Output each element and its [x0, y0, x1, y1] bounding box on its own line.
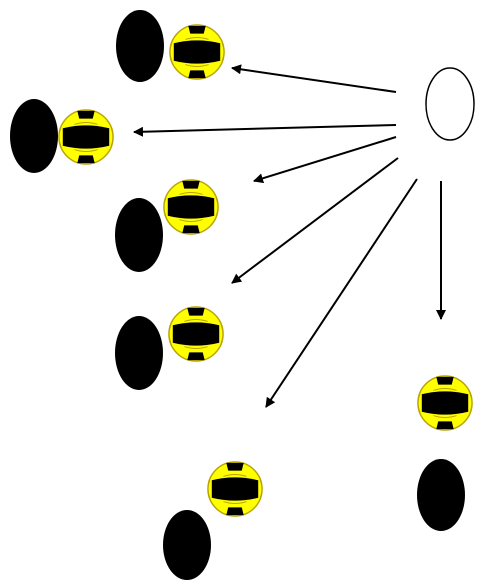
arrow-to-player-2 — [133, 124, 397, 137]
volleyball-icon — [207, 461, 263, 517]
volleyball-icon — [58, 109, 114, 165]
player-marker-icon — [116, 10, 164, 82]
player-marker-icon — [163, 510, 211, 580]
coach-marker-icon — [425, 67, 475, 141]
volleyball-icon — [163, 179, 219, 235]
player-group — [10, 99, 114, 173]
arrow-to-player-3 — [253, 136, 397, 184]
player-marker-icon — [417, 459, 465, 531]
volleyball-icon — [417, 375, 473, 431]
arrow-to-player-5 — [265, 178, 418, 408]
player-marker-icon — [115, 316, 163, 390]
arrow-to-player-1 — [231, 64, 397, 93]
arrow-to-player-4 — [231, 157, 399, 284]
player-group — [163, 461, 263, 580]
volleyball-icon — [169, 24, 225, 80]
pass-arrows — [133, 64, 446, 408]
player-group — [417, 375, 473, 531]
player-group — [116, 10, 225, 82]
volleyball-icon — [168, 306, 224, 362]
player-group — [115, 179, 219, 272]
player-marker-icon — [10, 99, 58, 173]
player-group — [115, 306, 224, 390]
player-marker-icon — [115, 198, 163, 272]
